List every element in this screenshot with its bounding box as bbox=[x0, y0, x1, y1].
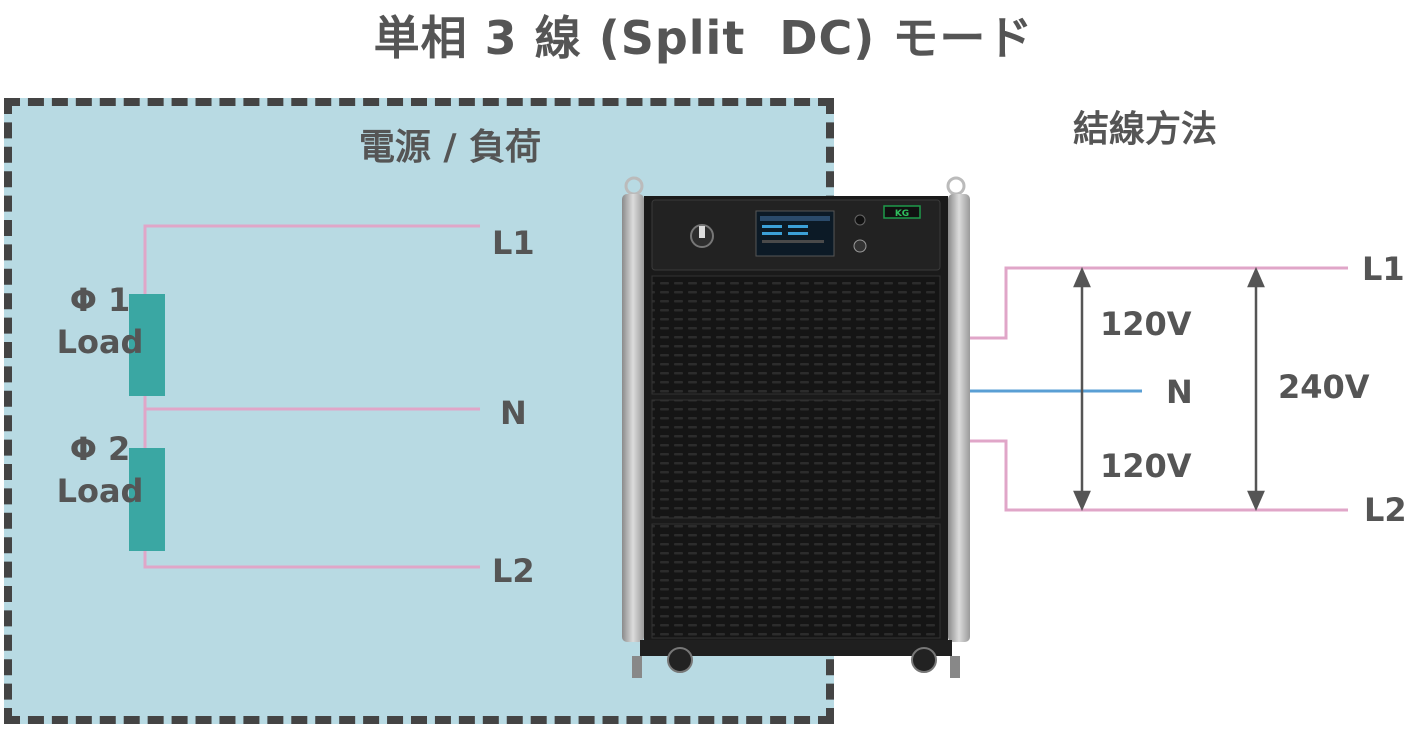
phi2-load-label: Load bbox=[56, 472, 144, 510]
l2-load-wire bbox=[143, 551, 480, 569]
connection-method-title: 結線方法 bbox=[1072, 109, 1217, 150]
vent-module-3 bbox=[651, 523, 941, 639]
phi2-load-block bbox=[129, 448, 165, 551]
brand-badge bbox=[883, 205, 921, 219]
power-supply-device: KG bbox=[622, 176, 970, 678]
lifting-eye-right bbox=[946, 176, 966, 196]
load-l1-label: L1 bbox=[492, 224, 535, 262]
connection-wires bbox=[970, 266, 1348, 512]
device-base bbox=[640, 640, 952, 656]
encoder-knob bbox=[854, 214, 866, 226]
phi1-phase-label: Φ 1 bbox=[69, 281, 131, 319]
load-wires bbox=[143, 224, 480, 569]
caster-left bbox=[667, 647, 693, 673]
voltage-l1-l2-label: 240V bbox=[1278, 368, 1370, 406]
lifting-eye-left bbox=[624, 176, 644, 196]
voltage-l1-n-label: 120V bbox=[1100, 305, 1192, 343]
n-load-wire bbox=[143, 396, 480, 411]
phi2-phase-label: Φ 2 bbox=[69, 430, 131, 468]
diagram-title: 単相 3 線 (Split DC) モード bbox=[373, 11, 1034, 65]
l1-conn-wire bbox=[970, 266, 1348, 340]
voltage-n-l2-label: 120V bbox=[1100, 447, 1192, 485]
vent-module-2 bbox=[651, 399, 941, 519]
load-n-label: N bbox=[500, 394, 527, 432]
caster-right bbox=[911, 647, 937, 673]
side-rail-right bbox=[948, 194, 970, 642]
phi1-load-label: Load bbox=[56, 323, 144, 361]
vent-module-1 bbox=[651, 275, 941, 395]
conn-l1-label: L1 bbox=[1362, 250, 1405, 288]
phi1-load-block bbox=[129, 294, 165, 396]
voltage-arrows bbox=[1073, 266, 1265, 512]
side-rail-left bbox=[622, 194, 644, 642]
load-panel-title: 電源 / 負荷 bbox=[358, 127, 542, 168]
load-l2-label: L2 bbox=[492, 552, 535, 590]
l1-load-wire bbox=[143, 224, 480, 294]
l2-conn-wire bbox=[970, 439, 1348, 512]
conn-n-label: N bbox=[1166, 373, 1193, 411]
on-off-button bbox=[853, 239, 867, 253]
brand-badge-text: KG bbox=[895, 209, 909, 219]
conn-l2-label: L2 bbox=[1364, 491, 1407, 529]
